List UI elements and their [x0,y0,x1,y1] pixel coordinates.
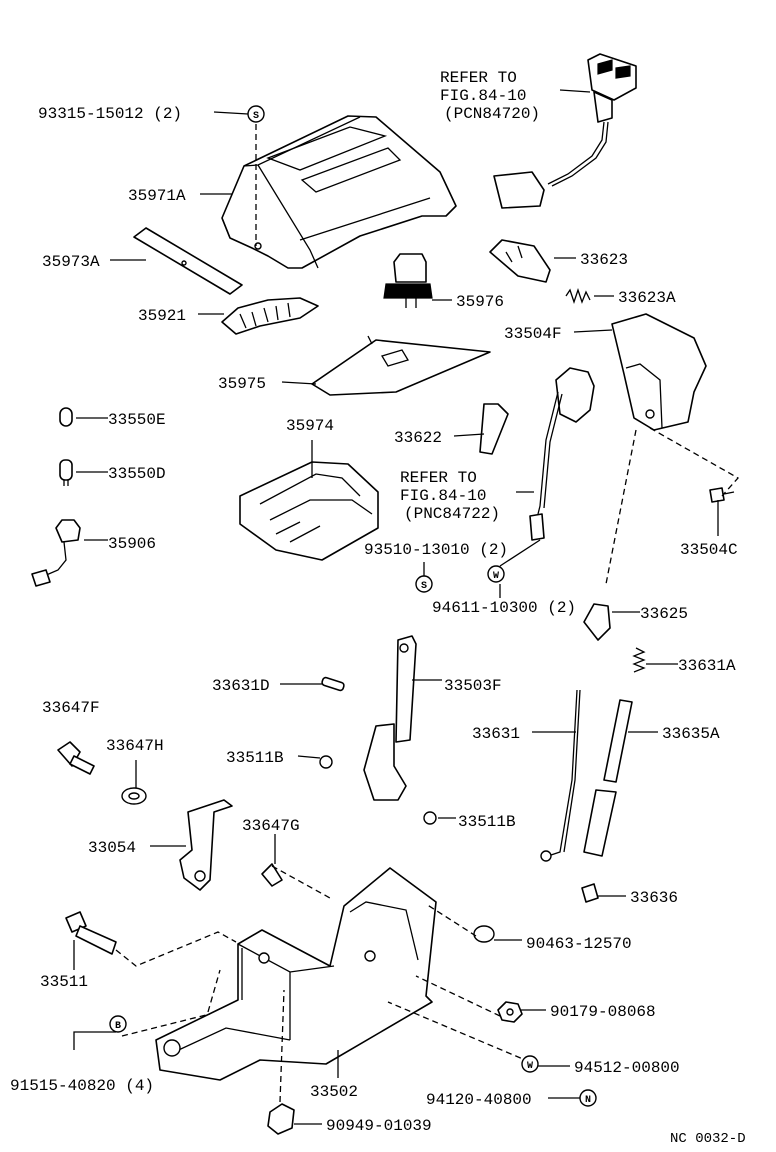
refer-note-line: (PNC84722) [404,505,500,523]
callout-33647F: 33647F [42,699,100,717]
svg-text:S: S [421,581,427,592]
callout-33647G: 33647G [242,817,300,835]
pnc-switch-assembly [479,367,595,541]
svg-text:S: S [253,111,259,122]
rod-33631 [540,689,581,862]
callout-33647H: 33647H [106,737,164,755]
callout-33631A: 33631A [678,657,736,675]
callout-90949-01039: 90949-01039 [326,1117,432,1135]
symbol-b: B [109,1015,127,1033]
callout-33550D: 33550D [108,465,166,483]
spring-33623A [565,287,591,305]
callout-33511B-upper: 33511B [226,749,284,767]
refer-note-line: REFER TO [400,469,477,487]
bolt-33511 [65,911,117,955]
refer-note-lower: REFER TO FIG.84-10 (PNC84722) [400,469,500,523]
callout-33622: 33622 [394,429,442,447]
callout-33511: 33511 [40,973,88,991]
bolt-33647F [57,741,95,775]
clip-33636 [581,883,599,903]
callout-93315-15012: 93315-15012 (2) [38,105,182,123]
callout-33625: 33625 [640,605,688,623]
rod-33635A [583,699,633,857]
callout-33511B-lower: 33511B [458,813,516,831]
callout-93510-13010: 93510-13010 (2) [364,541,508,559]
callout-33054: 33054 [88,839,136,857]
callout-33504F: 33504F [504,325,562,343]
bushing-33511B-upper [319,755,333,769]
symbol-w-mid: W [487,565,505,583]
indicator-plate-35921 [221,297,319,335]
callout-33502: 33502 [310,1083,358,1101]
socket-35906 [31,519,81,587]
callout-33503F: 33503F [444,677,502,695]
plate-35975 [311,335,491,396]
leader-lines [73,89,740,1125]
svg-text:W: W [493,571,499,582]
callout-33635A: 33635A [662,725,720,743]
svg-text:N: N [585,1095,591,1106]
bushing-33647G [261,863,283,887]
callout-33631D: 33631D [212,677,270,695]
bushing-33647H [121,787,147,805]
callout-90179-08068: 90179-08068 [550,1003,656,1021]
switch-35976 [383,253,433,308]
callout-91515-40820: 91515-40820 (4) [10,1077,154,1095]
callout-35974: 35974 [286,417,334,435]
lever-33503F [363,635,417,801]
pin-33631D [321,676,345,692]
symbol-w-low: W [521,1055,539,1073]
refer-note-line: FIG.84-10 [400,487,486,505]
refer-note-line: (PCN84720) [444,105,540,123]
refer-note-line: FIG.84-10 [440,87,526,105]
callout-35906: 35906 [108,535,156,553]
callout-33550E: 33550E [108,411,166,429]
symbol-s-top: S [247,105,265,123]
bulb-33550E [59,407,73,427]
callout-33504C: 33504C [680,541,738,559]
knob-33623 [489,239,551,283]
grommet-90949 [267,1103,295,1135]
cap-33625 [583,603,611,641]
callout-94512-00800: 94512-00800 [574,1059,680,1077]
callout-35975: 35975 [218,375,266,393]
pcn-switch-assembly [493,53,637,209]
callout-33623: 33623 [580,251,628,269]
callout-33623A: 33623A [618,289,676,307]
callout-33636: 33636 [630,889,678,907]
callout-90463-12570: 90463-12570 [526,935,632,953]
callout-35921: 35921 [138,307,186,325]
callout-33631: 33631 [472,725,520,743]
shift-knob-33504F [611,313,707,431]
screw-33504C [709,487,735,503]
footer-code: NC 0032-D [670,1131,746,1147]
base-bracket-33502 [155,867,437,1081]
svg-text:B: B [115,1021,121,1032]
callout-35971A: 35971A [128,187,186,205]
spring-33631A [632,647,646,673]
callout-94120-40800: 94120-40800 [426,1091,532,1109]
callout-35973A: 35973A [42,253,100,271]
symbol-s-mid: S [415,575,433,593]
housing-35974 [239,461,379,561]
callout-35976: 35976 [456,293,504,311]
refer-note-line: REFER TO [440,69,517,87]
nut-90179 [497,1001,523,1023]
clip-90463 [473,925,495,943]
bulb-33550D [59,459,73,486]
bracket-33054 [179,799,233,891]
svg-text:W: W [527,1061,533,1072]
bushing-33511B-lower [423,811,437,825]
console-cover-35971A [221,115,457,269]
symbol-n: N [579,1089,597,1107]
refer-note-upper: REFER TO FIG.84-10 (PCN84720) [440,69,540,123]
strip-35973A [133,227,243,295]
callout-94611-10300: 94611-10300 (2) [432,599,576,617]
